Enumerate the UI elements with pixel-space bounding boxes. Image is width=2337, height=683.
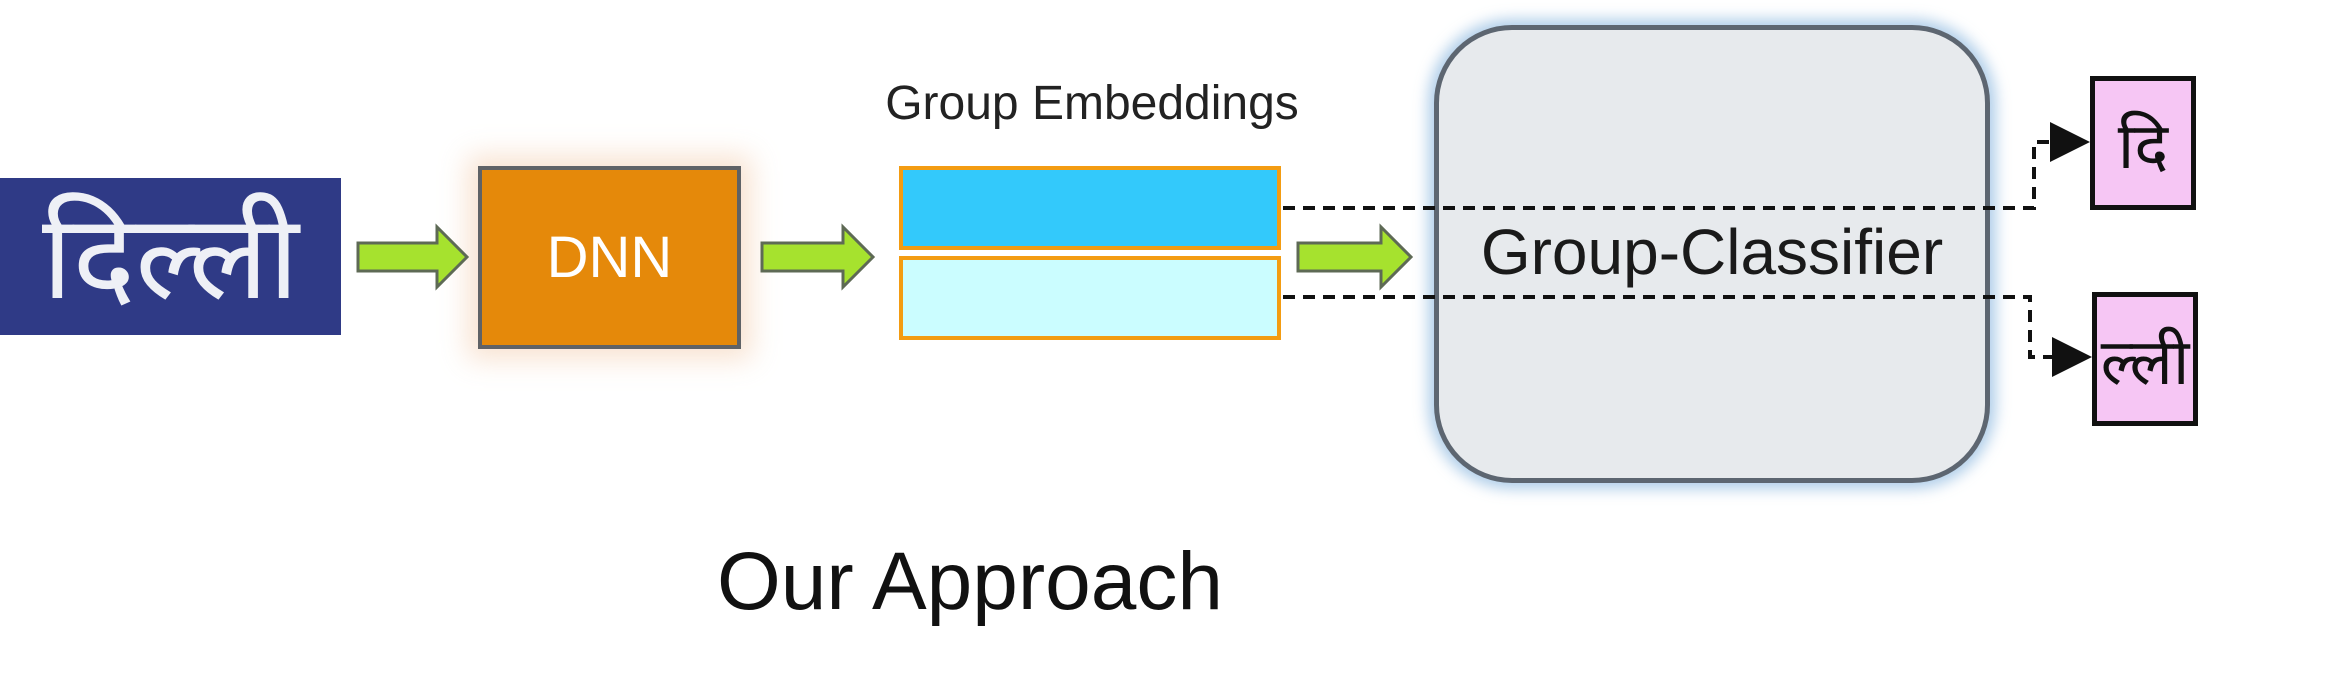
arrow-right-icon — [760, 223, 876, 291]
output-glyph-1: दि — [2117, 109, 2169, 184]
embedding-block-bottom — [899, 256, 1281, 340]
output-box-2: ल्ली — [2092, 292, 2198, 426]
arrow-right-icon — [356, 223, 470, 291]
output-box-1: दि — [2090, 76, 2196, 210]
dnn-box: DNN — [478, 166, 741, 349]
output-glyph-2: ल्ली — [2100, 325, 2190, 400]
dashed-connector-bottom — [1283, 295, 2092, 377]
group-embeddings-title: Group Embeddings — [885, 77, 1299, 130]
arrow-right-icon — [1296, 223, 1414, 291]
our-approach-caption: Our Approach — [717, 536, 1223, 627]
dnn-label: DNN — [546, 225, 673, 290]
input-word-image: दिल्ली — [0, 178, 341, 335]
embedding-block-top — [899, 166, 1281, 250]
dashed-connector-top — [1283, 122, 2090, 210]
group-classifier-box — [1434, 25, 1990, 483]
group-classifier-label: Group-Classifier — [1480, 216, 1944, 288]
input-word-text: दिल्ली — [41, 187, 299, 326]
